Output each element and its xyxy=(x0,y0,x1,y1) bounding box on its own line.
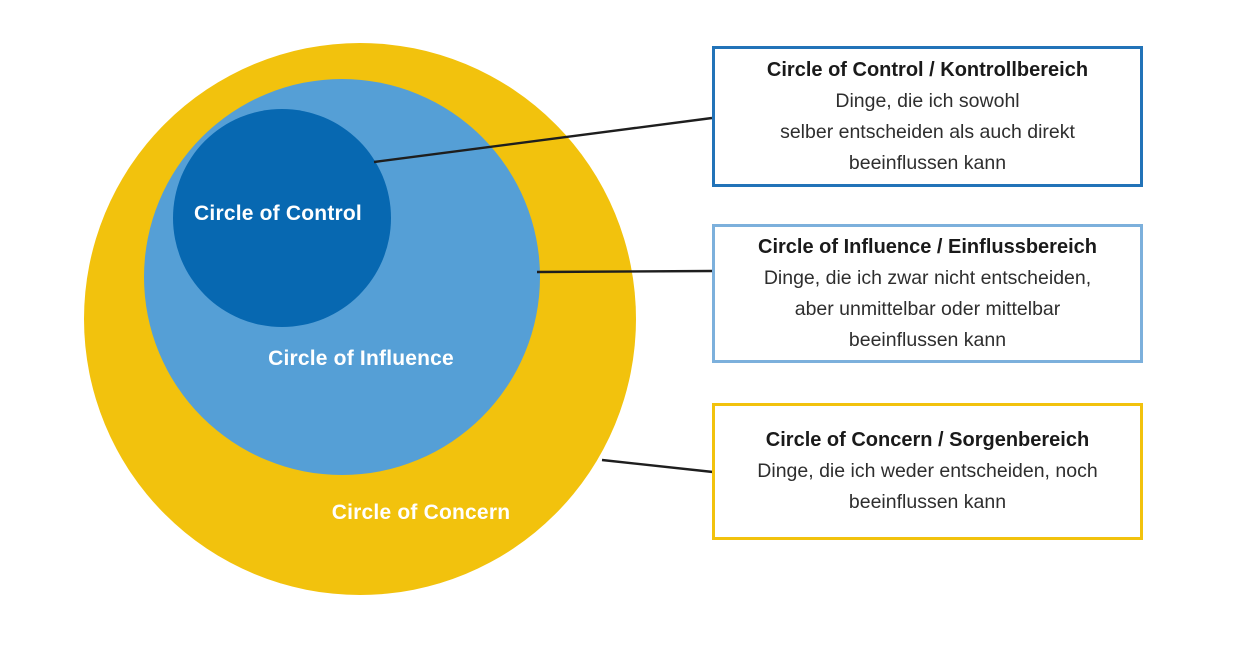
circle-of-control-label: Circle of Control xyxy=(194,202,362,225)
connector-line-concern xyxy=(601,458,714,474)
legend-box-control-title: Circle of Control / Kontrollbereich xyxy=(766,58,1089,81)
legend-box-influence-title: Circle of Influence / Einflussbereich xyxy=(758,235,1097,258)
circle-of-concern-label: Circle of Concern xyxy=(331,501,511,524)
circle-of-influence-label: Circle of Influence xyxy=(268,347,454,370)
legend-box-concern-line-2: beeinflussen kann xyxy=(848,491,1007,513)
legend-box-influence-line-2: aber unmittelbar oder mittelbar xyxy=(794,297,1061,320)
legend-box-concern: Circle of Concern / Sorgenbereich Dinge,… xyxy=(712,403,1143,540)
legend-box-concern-title: Circle of Concern / Sorgenbereich xyxy=(765,429,1090,451)
legend-box-control-line-1: Dinge, die ich sowohl xyxy=(835,89,1020,112)
legend-box-control: Circle of Control / Kontrollbereich Ding… xyxy=(712,46,1143,187)
legend-box-influence-line-3: beeinflussen kann xyxy=(848,328,1007,351)
legend-box-influence-line-1: Dinge, die ich zwar nicht entscheiden, xyxy=(763,266,1092,289)
legend-box-concern-line-1: Dinge, die ich weder entscheiden, noch xyxy=(757,460,1098,482)
legend-box-influence: Circle of Influence / Einflussbereich Di… xyxy=(712,224,1143,363)
legend-box-control-line-3: beeinflussen kann xyxy=(848,151,1007,174)
legend-box-control-line-2: selber entscheiden als auch direkt xyxy=(780,120,1075,143)
circle-of-control-shape xyxy=(173,109,391,327)
